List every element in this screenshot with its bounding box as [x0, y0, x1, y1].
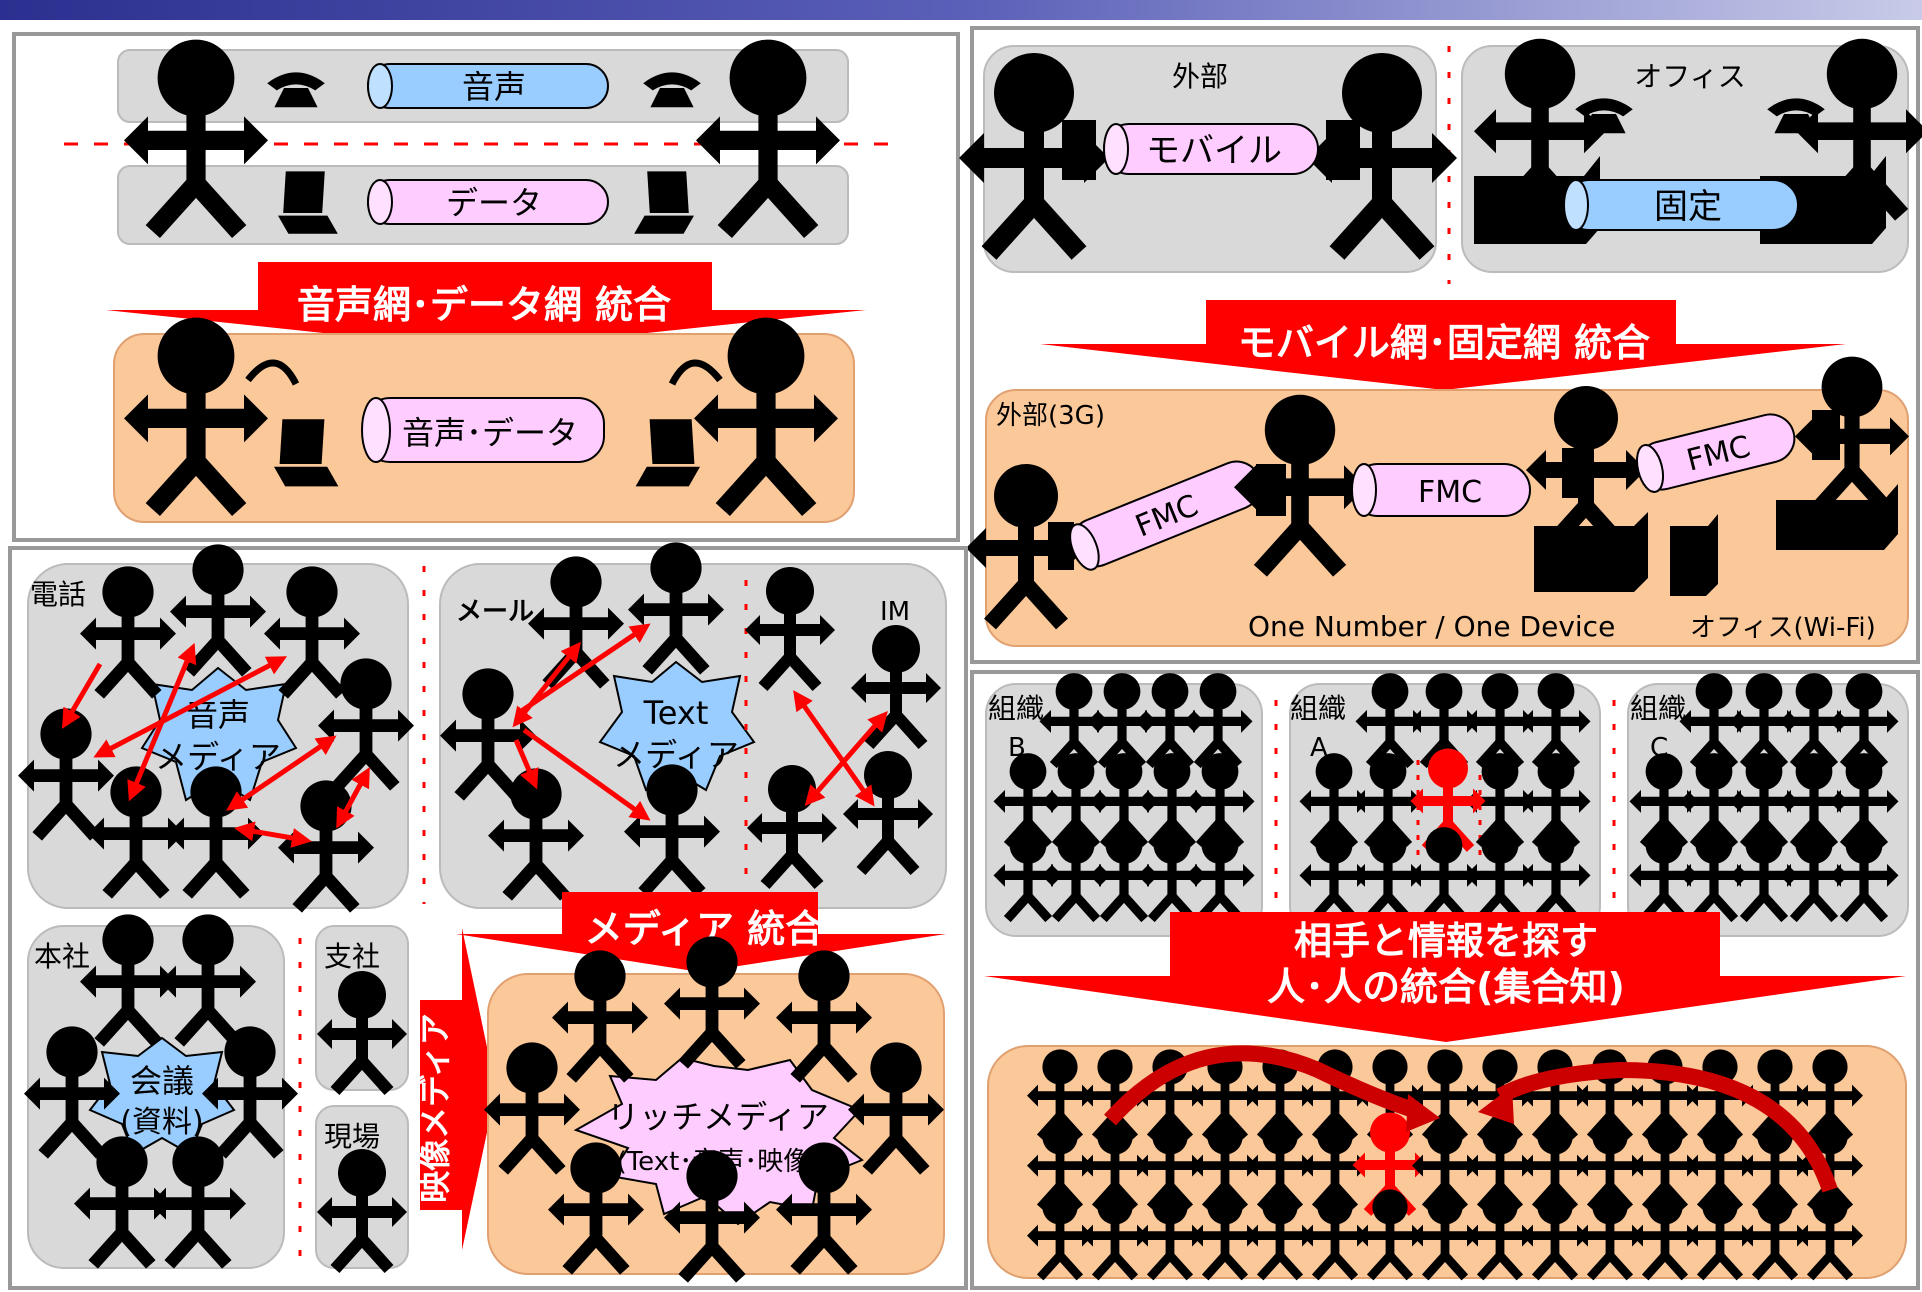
outside-3g-label: 外部(3G) — [996, 401, 1105, 431]
link-arrow — [336, 766, 370, 829]
link-arrow — [522, 727, 651, 821]
wifi-router-icon — [1670, 514, 1718, 596]
search-arrow-head — [1406, 1094, 1440, 1132]
fmc-pipe: FMC — [1069, 460, 1262, 571]
office-label: オフィス — [1634, 60, 1745, 93]
link-arrow — [127, 642, 197, 802]
video-media-label: 映像メディア — [416, 1013, 454, 1203]
desk-icon — [1776, 484, 1898, 550]
fixed-pipe-label: 固定 — [1654, 187, 1722, 227]
org-a-label-2: A — [1310, 733, 1328, 763]
banner-label-2: 人･人の統合(集合知) — [1267, 965, 1625, 1009]
merge-arrow-banner: モバイル網･固定網 統合 — [1040, 300, 1846, 390]
one-number-label: One Number / One Device — [1248, 610, 1615, 643]
data-pipe-label: データ — [446, 184, 542, 222]
fixed-pipe: 固定 — [1563, 179, 1799, 231]
fmc-pipe: FMC — [1351, 463, 1531, 517]
meeting-label-1: 会議 — [130, 1062, 194, 1100]
mobile-phone-icon — [1326, 120, 1360, 180]
title-bar — [0, 0, 1922, 20]
voice-pipe-label: 音声 — [462, 68, 526, 106]
mobile-phone-icon — [1562, 448, 1590, 498]
fmc-label: FMC — [1418, 475, 1482, 510]
banner-label-1: 相手と情報を探す — [1294, 919, 1598, 963]
search-arrow — [1496, 1061, 1838, 1193]
site-label: 現場 — [324, 1120, 380, 1153]
mobile-phone-icon — [1048, 522, 1074, 570]
org-c-label-1: 組織 — [1630, 692, 1686, 725]
text-media-label-1: Text — [643, 694, 709, 732]
mobile-pipe: モバイル — [1103, 123, 1319, 175]
link-arrow — [234, 821, 312, 848]
desk-icon — [1534, 512, 1648, 592]
phone-label: 電話 — [30, 578, 86, 611]
merged-pipe: 音声･データ — [361, 397, 605, 463]
voice-pipe: 音声 — [367, 63, 609, 109]
meeting-burst — [88, 1036, 236, 1156]
mail-label: メール — [456, 597, 534, 627]
search-arrow — [1104, 1045, 1423, 1126]
rich-media-label-1: リッチメディア — [607, 1098, 829, 1136]
link-arrow — [804, 710, 888, 807]
handset-icon — [668, 359, 723, 386]
merge-arrow-banner: 相手と情報を探す 人･人の統合(集合知) — [984, 912, 1906, 1042]
hq-label: 本社 — [34, 940, 90, 973]
outside-label: 外部 — [1172, 60, 1228, 93]
panel-voice-data: 音声 データ 音声網･データ網 統合 音声･データ — [12, 34, 960, 542]
panel-mobile-fixed: 外部 オフィス モバイル 固定 モバイル網･固定網 統合 外部(3G) — [959, 26, 1922, 664]
mobile-phone-icon — [1256, 464, 1286, 516]
handset-icon — [245, 359, 300, 386]
search-arrow-head — [1478, 1086, 1514, 1124]
panel-people: 組織 B 組織 A 組織 C 相手と情報を探す 人･人の統合(集合知) — [970, 672, 1920, 1290]
merged-pipe-label: 音声･データ — [402, 414, 578, 452]
video-media-arrow: 映像メディア — [416, 928, 496, 1250]
link-arrow — [513, 739, 539, 790]
link-arrow — [518, 623, 651, 715]
fmc-pipe: FMC — [1636, 413, 1796, 493]
meeting-label-2: (資料) — [120, 1105, 203, 1140]
merge-banner-label: モバイル網･固定網 統合 — [1238, 321, 1650, 365]
org-a-label-1: 組織 — [1290, 692, 1346, 725]
merge-banner-label: 音声網･データ網 統合 — [297, 283, 671, 327]
diagram-canvas: 音声 データ 音声網･データ網 統合 音声･データ — [8, 26, 1922, 1290]
office-wifi-label: オフィス(Wi-Fi) — [1690, 613, 1876, 643]
merge-arrow-banner: 音声網･データ網 統合 — [106, 262, 866, 350]
branch-label: 支社 — [324, 940, 380, 973]
mobile-phone-icon — [1062, 120, 1096, 180]
mobile-phone-icon — [1812, 410, 1840, 460]
org-b-label-1: 組織 — [988, 692, 1044, 725]
mobile-pipe-label: モバイル — [1146, 131, 1282, 171]
data-pipe: データ — [367, 179, 609, 225]
link-arrow — [226, 735, 337, 811]
panel-media: 電話 音声 メディア メール IM Text メディア — [8, 542, 968, 1290]
im-label: IM — [880, 597, 910, 627]
rich-media-burst — [573, 1056, 864, 1226]
